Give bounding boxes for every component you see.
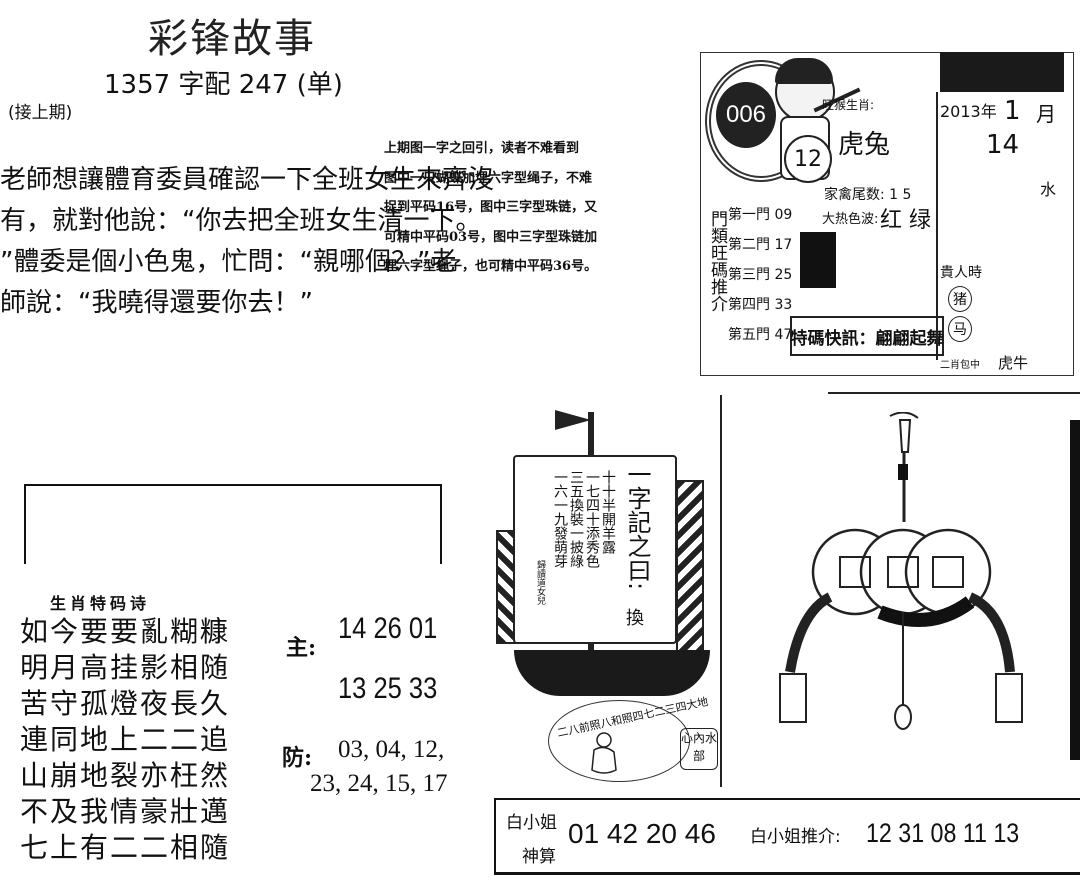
poem-line: 明月高挂影相随 — [20, 651, 231, 684]
main-numbers-label: 主: — [286, 635, 317, 661]
color-label: 大热色波: — [822, 212, 879, 227]
door-row: 第二門 17 — [728, 234, 792, 254]
bottom-label-bottom: 神算 — [522, 847, 556, 867]
page-title: 彩锋故事 — [148, 16, 316, 62]
continued-label: (接上期) — [8, 103, 73, 123]
main-numbers-line2: 13 25 33 — [338, 672, 438, 705]
note-line: 上期图一字之回引，读者不难看到 — [384, 141, 580, 156]
story-line: 有，就對他說：“你去把全班女生清一下。 — [0, 206, 482, 236]
door-value: 17 — [774, 237, 793, 253]
door-value: 09 — [774, 207, 793, 223]
calendar-header-block — [940, 52, 1064, 92]
door-label: 第三門 — [728, 267, 770, 283]
door-value: 47 — [774, 327, 793, 343]
note-line: 图中一只蝴蝶加埋六字型绳子，不难 — [384, 170, 593, 186]
animal-pig: 猪 — [948, 286, 972, 312]
number-ball: 12 — [784, 135, 832, 183]
bottom-box — [494, 798, 1080, 874]
hanging-coins-drawing — [779, 412, 1023, 730]
calendar-element: 水 — [1040, 180, 1057, 199]
story-text: 老師想讓體育委員確認一下全班女生來齊沒 有，就對他說：“你去把全班女生清一下。 … — [0, 160, 495, 324]
ship-hull — [514, 650, 710, 696]
ship-pillar-right — [676, 480, 704, 654]
defense-line1: 03, 04, 12, — [338, 736, 445, 763]
top-rule — [828, 392, 1080, 394]
ship-heading-end: 換 — [626, 608, 644, 629]
poem-line: 山崩地裂亦枉然 — [20, 759, 231, 792]
calendar-panel — [936, 92, 1072, 360]
right-black-bar — [1070, 420, 1080, 760]
sitting-figure-icon — [591, 732, 617, 774]
recommend-numbers: 12 31 08 11 13 — [866, 818, 1020, 848]
calendar-month-unit: 月 — [1036, 102, 1056, 126]
poem-line: 連同地上二二追 — [20, 723, 231, 756]
story-line: 師說：“我曉得還要你去！” — [0, 288, 313, 318]
small-print — [840, 235, 936, 291]
door-row: 第三門 25 — [728, 264, 792, 284]
issue-badge: 006 — [716, 82, 776, 148]
ship-verse-4: 一六一九發萌芽 — [552, 470, 568, 568]
figure-oval — [548, 700, 690, 782]
drawing-frame — [720, 395, 1080, 787]
stamp-seal: 心內水部 — [680, 728, 718, 770]
door-label: 第二門 — [728, 237, 770, 253]
two-zodiac-pair: 虎牛 — [998, 354, 1029, 372]
poem-line: 如今要要亂糊糠 — [20, 615, 231, 648]
ship-signature: 歸讀道女兒 — [535, 560, 545, 605]
zodiac-label: 旺猴生肖: — [822, 98, 875, 112]
door-row: 第四門 33 — [728, 294, 792, 314]
color-value: 红 绿 — [880, 208, 931, 233]
noble-hour-label: 貴人時 — [940, 265, 982, 281]
door-row: 第一門 09 — [728, 204, 792, 224]
recommend-label: 白小姐推介: — [750, 827, 841, 847]
door-label: 第五門 — [728, 327, 770, 343]
defense-line2: 23, 24, 15, 17 — [310, 770, 448, 797]
defense-label: 防: — [282, 745, 313, 771]
special-news-banner: 特碼快訊：翩翩起舞 — [790, 316, 944, 356]
bottom-label-top: 白小姐 — [506, 813, 557, 833]
ship-verse-1: 十十半開羊露 — [600, 470, 616, 554]
door-title: 門類旺碼推介 — [707, 210, 727, 312]
poem-title: 生肖特码诗 — [50, 594, 151, 613]
poem-line: 七上有二二相隨 — [20, 831, 231, 864]
two-zodiac-label: 二肖包中 — [940, 360, 980, 371]
calendar-day: 14 — [986, 130, 1020, 160]
black-block — [800, 232, 836, 288]
cartoon-boy-hair — [775, 58, 833, 84]
door-label: 第一門 — [728, 207, 770, 223]
ship-verse-2: 一七四十添秀色 — [584, 470, 600, 568]
ship-sail — [513, 455, 677, 644]
note-line: 埋六字型绳子，也可精中平码36号。 — [384, 259, 598, 274]
note-line: 可精中平码03号，图中三字型珠链加 — [384, 229, 598, 245]
main-numbers-line1: 14 26 01 — [338, 612, 438, 645]
note-line: 捉到平码16号，图中三字型珠链，又 — [384, 200, 598, 215]
ship-flag — [555, 410, 591, 430]
door-row: 第五門 47 — [728, 324, 792, 344]
bracket-frame — [24, 484, 442, 564]
ship-heading: 一字記之曰: — [623, 462, 651, 591]
calendar-year: 2013年 — [940, 102, 997, 121]
poem-line: 苦守孤燈夜長久 — [20, 687, 231, 720]
animal-horse: 马 — [948, 316, 972, 342]
story-line: 老師想讓體育委員確認一下全班女生來齊沒 — [0, 165, 495, 195]
ship-verse-3: 三五換裝一披綠 — [568, 470, 584, 568]
door-list: 第一門 09 第二門 17 第三門 25 第四門 33 第五門 47 — [728, 204, 792, 344]
tail-label: 家禽尾数: 1 5 — [824, 187, 912, 203]
page-subtitle: 1357 字配 247 (单) — [104, 70, 343, 100]
previous-issue-note: 上期图一字之回引，读者不难看到 图中一只蝴蝶加埋六字型绳子，不难 捉到平码16号… — [384, 134, 684, 282]
bottom-numbers: 01 42 20 46 — [568, 818, 716, 849]
poem-line: 不及我情豪壯邁 — [20, 795, 231, 828]
door-value: 25 — [774, 267, 793, 283]
door-label: 第四門 — [728, 297, 770, 313]
story-line: ”體委是個小色鬼，忙問：“親哪個？”老 — [0, 247, 457, 277]
door-value: 33 — [774, 297, 793, 313]
poem-body: 如今要要亂糊糠 明月高挂影相随 苦守孤燈夜長久 連同地上二二追 山崩地裂亦枉然 … — [20, 614, 230, 866]
bottom-rule — [494, 872, 1080, 875]
calendar-month: 1 — [1004, 96, 1021, 126]
zodiac-art: 虎兔 — [838, 130, 891, 160]
